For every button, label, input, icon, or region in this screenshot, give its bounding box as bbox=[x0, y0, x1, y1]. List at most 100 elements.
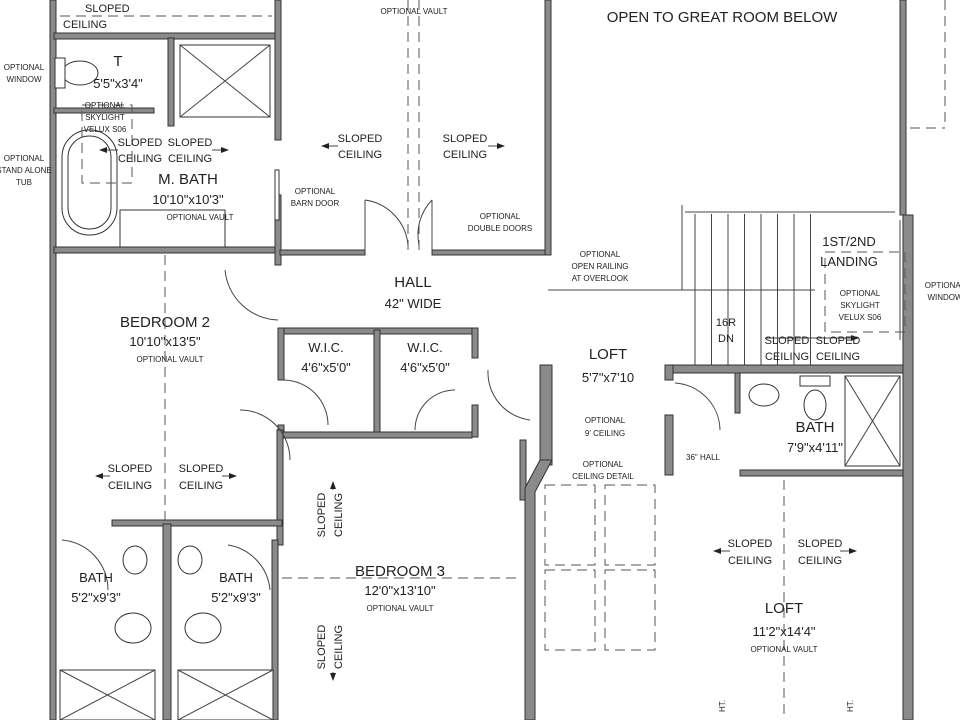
doors[interactable] bbox=[61, 169, 721, 591]
double-door-right bbox=[417, 199, 433, 250]
bath-door bbox=[674, 382, 721, 431]
svg-text:OPTIONAL VAULT: OPTIONAL VAULT bbox=[137, 355, 204, 364]
svg-text:CEILING DETAIL: CEILING DETAIL bbox=[572, 472, 634, 481]
svg-text:SLOPED: SLOPED bbox=[728, 538, 773, 550]
svg-text:5'2"x9'3": 5'2"x9'3" bbox=[71, 590, 121, 605]
svg-text:WINDOW: WINDOW bbox=[6, 75, 42, 84]
svg-text:5'5"x3'4": 5'5"x3'4" bbox=[93, 76, 143, 91]
svg-text:SLOPED: SLOPED bbox=[798, 538, 843, 550]
svg-text:OPTIONAL: OPTIONAL bbox=[295, 187, 336, 196]
svg-text:SLOPED: SLOPED bbox=[816, 335, 861, 347]
ceiling-lines bbox=[60, 0, 946, 720]
svg-text:OPTIONAL: OPTIONAL bbox=[480, 212, 521, 221]
svg-text:CEILING: CEILING bbox=[118, 153, 162, 165]
svg-text:OPTIONAL: OPTIONAL bbox=[583, 460, 624, 469]
svg-text:LOFT: LOFT bbox=[589, 346, 627, 363]
bedroom2-door bbox=[224, 269, 279, 321]
svg-text:42" WIDE: 42" WIDE bbox=[385, 296, 442, 311]
slope-arrows bbox=[95, 143, 857, 681]
svg-text:OPTIONAL: OPTIONAL bbox=[85, 101, 126, 110]
bath2-door bbox=[227, 544, 271, 591]
svg-text:BEDROOM 3: BEDROOM 3 bbox=[355, 563, 445, 580]
svg-text:OPTIONAL VAULT: OPTIONAL VAULT bbox=[751, 645, 818, 654]
svg-text:4'6"x5'0": 4'6"x5'0" bbox=[400, 360, 450, 375]
svg-text:10'10"x10'3": 10'10"x10'3" bbox=[152, 192, 224, 207]
svg-text:11'2"x14'4": 11'2"x14'4" bbox=[752, 624, 815, 639]
svg-text:CEILING: CEILING bbox=[765, 351, 809, 363]
svg-text:16R: 16R bbox=[716, 317, 736, 329]
svg-text:CEILING: CEILING bbox=[179, 480, 223, 492]
svg-text:DOUBLE DOORS: DOUBLE DOORS bbox=[468, 224, 532, 233]
wic2-door bbox=[414, 389, 456, 431]
svg-text:CEILING: CEILING bbox=[443, 149, 487, 161]
svg-text:AT OVERLOOK: AT OVERLOOK bbox=[572, 274, 629, 283]
svg-text:W.I.C.: W.I.C. bbox=[308, 340, 343, 355]
svg-text:CEILING: CEILING bbox=[333, 493, 345, 537]
svg-text:SLOPED: SLOPED bbox=[316, 493, 328, 538]
svg-text:SLOPED: SLOPED bbox=[118, 137, 163, 149]
svg-text:5'2"x9'3": 5'2"x9'3" bbox=[211, 590, 261, 605]
svg-text:CEILING: CEILING bbox=[816, 351, 860, 363]
walls bbox=[49, 0, 914, 720]
svg-text:OPEN RAILING: OPEN RAILING bbox=[572, 262, 629, 271]
svg-text:VELUX S06: VELUX S06 bbox=[839, 313, 882, 322]
svg-text:STAND ALONE: STAND ALONE bbox=[0, 166, 52, 175]
svg-text:SLOPED: SLOPED bbox=[765, 335, 810, 347]
double-door-left bbox=[364, 199, 409, 250]
loft-door bbox=[487, 369, 531, 421]
svg-text:CEILING: CEILING bbox=[728, 555, 772, 567]
vanity bbox=[119, 209, 226, 248]
svg-text:OPTIONAL VAULT: OPTIONAL VAULT bbox=[367, 604, 434, 613]
svg-text:1ST/2ND: 1ST/2ND bbox=[822, 234, 875, 249]
svg-text:4'6"x5'0": 4'6"x5'0" bbox=[301, 360, 351, 375]
svg-text:CEILING: CEILING bbox=[168, 153, 212, 165]
svg-text:5'7"x7'10: 5'7"x7'10 bbox=[582, 370, 634, 385]
bath1-door bbox=[61, 539, 109, 591]
svg-text:OPTIONAL VAULT: OPTIONAL VAULT bbox=[167, 213, 234, 222]
top-left-ceiling-label: CEILING bbox=[63, 19, 107, 31]
svg-text:SLOPED: SLOPED bbox=[443, 133, 488, 145]
wic1-door bbox=[283, 379, 329, 426]
top-left-sloped-label: SLOPED bbox=[85, 3, 130, 15]
svg-text:LANDING: LANDING bbox=[820, 254, 878, 269]
svg-text:BATH: BATH bbox=[219, 570, 253, 585]
svg-text:DN: DN bbox=[718, 333, 734, 345]
svg-text:36" HALL: 36" HALL bbox=[686, 453, 721, 462]
svg-text:SLOPED: SLOPED bbox=[179, 463, 224, 475]
svg-text:HT.: HT. bbox=[846, 700, 855, 712]
svg-text:CEILING: CEILING bbox=[333, 625, 345, 669]
barn-door bbox=[274, 169, 280, 221]
svg-text:WINDOW: WINDOW bbox=[927, 293, 960, 302]
svg-text:12'0"x13'10": 12'0"x13'10" bbox=[364, 583, 436, 598]
svg-text:CEILING: CEILING bbox=[108, 480, 152, 492]
svg-text:OPTIONAL VAULT: OPTIONAL VAULT bbox=[381, 7, 448, 16]
svg-text:SLOPED: SLOPED bbox=[338, 133, 383, 145]
svg-text:BARN DOOR: BARN DOOR bbox=[291, 199, 340, 208]
svg-text:10'10"x13'5": 10'10"x13'5" bbox=[129, 334, 201, 349]
svg-text:SKYLIGHT: SKYLIGHT bbox=[840, 301, 880, 310]
staircase[interactable] bbox=[548, 205, 901, 365]
svg-text:OPTIONAL: OPTIONAL bbox=[4, 63, 45, 72]
svg-text:BATH: BATH bbox=[796, 419, 835, 436]
svg-text:SLOPED: SLOPED bbox=[316, 625, 328, 670]
svg-text:OPTIONAL: OPTIONAL bbox=[585, 416, 626, 425]
svg-text:SKYLIGHT: SKYLIGHT bbox=[85, 113, 125, 122]
svg-text:OPTIONAL: OPTIONAL bbox=[4, 154, 45, 163]
svg-text:OPTIONAL: OPTIONAL bbox=[840, 289, 881, 298]
svg-text:M. BATH: M. BATH bbox=[158, 171, 218, 188]
svg-text:7'9"x4'11": 7'9"x4'11" bbox=[787, 440, 843, 455]
svg-text:TUB: TUB bbox=[16, 178, 32, 187]
svg-text:SLOPED: SLOPED bbox=[108, 463, 153, 475]
svg-text:HALL: HALL bbox=[394, 274, 432, 291]
svg-text:CEILING: CEILING bbox=[798, 555, 842, 567]
labels: OPEN TO GREAT ROOM BELOW SLOPED CEILING … bbox=[0, 3, 960, 712]
svg-text:W.I.C.: W.I.C. bbox=[407, 340, 442, 355]
fixtures bbox=[54, 44, 901, 720]
svg-text:LOFT: LOFT bbox=[765, 600, 803, 617]
open-to-great-room-label: OPEN TO GREAT ROOM BELOW bbox=[607, 9, 838, 26]
svg-text:OPTIONAL: OPTIONAL bbox=[580, 250, 621, 259]
svg-text:OPTIONAL: OPTIONAL bbox=[925, 281, 960, 290]
svg-text:CEILING: CEILING bbox=[338, 149, 382, 161]
svg-text:T: T bbox=[113, 53, 122, 70]
